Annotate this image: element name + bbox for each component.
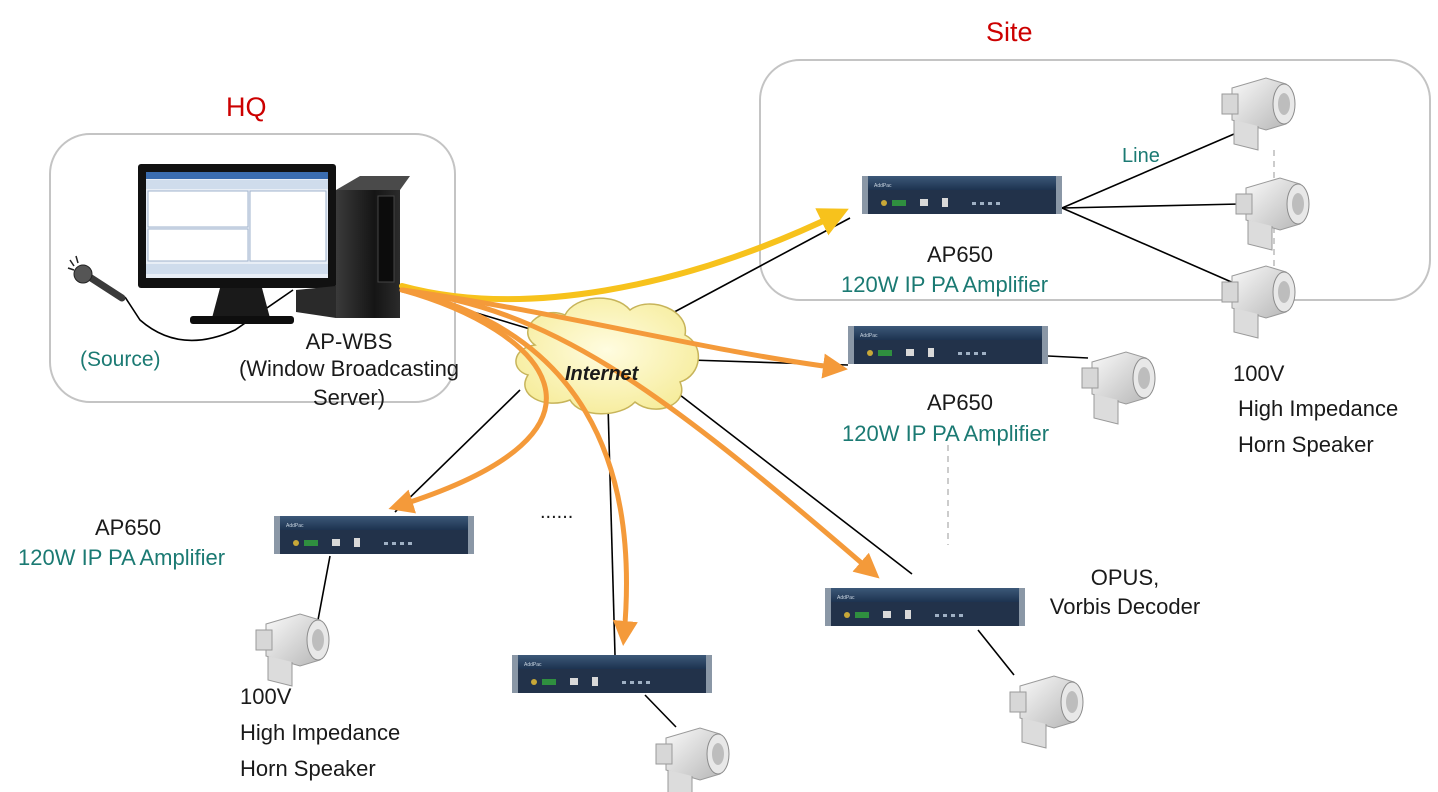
- amp-desc-left: 120W IP PA Amplifier: [18, 545, 226, 570]
- amp-desc-site: 120W IP PA Amplifier: [841, 272, 1049, 297]
- horn-speaker-icon: [1221, 77, 1296, 151]
- amp-model-right: AP650: [926, 390, 994, 415]
- horn-speaker-icon: [255, 613, 330, 687]
- decoder-line2: Vorbis Decoder: [1049, 594, 1201, 619]
- hq-title: HQ: [226, 92, 267, 122]
- amp-model-site: AP650: [926, 242, 994, 267]
- hq-group-box: [49, 133, 456, 403]
- amplifier-left: [274, 516, 474, 554]
- monitor-icon: [138, 164, 336, 324]
- internet-label: Internet: [565, 363, 639, 385]
- site-group-box: [759, 59, 1431, 301]
- ellipsis: ......: [540, 501, 574, 523]
- horn-speaker-icon: [1009, 675, 1084, 749]
- server-desc-1: (Window Broadcasting: [238, 356, 460, 381]
- speaker-type-site: High Impedance: [1238, 396, 1399, 421]
- network-links: [124, 127, 1249, 728]
- server-desc-2: Server): [312, 385, 386, 410]
- amplifier-site: [862, 176, 1062, 214]
- decoder-amplifier: [825, 588, 1025, 626]
- horn-speaker-icon: [1081, 351, 1156, 425]
- source-label: (Source): [80, 348, 161, 371]
- server-name: AP-WBS: [305, 329, 393, 354]
- microphone-icon: [67, 255, 126, 302]
- amplifier-right: [848, 326, 1048, 364]
- speaker-kind-left: Horn Speaker: [240, 756, 376, 781]
- speaker-voltage-site: 100V: [1233, 361, 1285, 386]
- horn-speaker-icon: [655, 727, 730, 792]
- horn-speaker-icon: [1235, 177, 1310, 251]
- line-label: Line: [1122, 145, 1160, 167]
- horn-speaker-icon: [1221, 265, 1296, 339]
- amp-model-left: AP650: [95, 515, 162, 540]
- speaker-type-left: High Impedance: [240, 720, 401, 745]
- decoder-line1: OPUS,: [1090, 565, 1160, 590]
- speaker-voltage-left: 100V: [240, 684, 292, 709]
- amplifier-bottom: [512, 655, 712, 693]
- speaker-kind-site: Horn Speaker: [1238, 432, 1374, 457]
- amp-desc-right: 120W IP PA Amplifier: [842, 421, 1050, 446]
- internet-cloud: [515, 297, 700, 415]
- site-title: Site: [986, 17, 1033, 47]
- pc-tower-icon: [296, 176, 410, 318]
- stream-arrows: [388, 208, 880, 646]
